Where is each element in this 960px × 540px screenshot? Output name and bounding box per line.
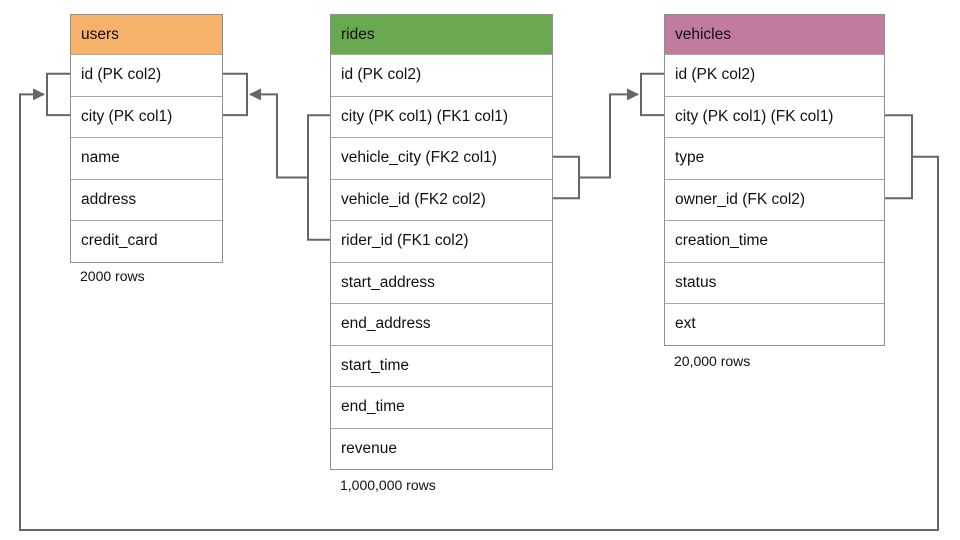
table-rides-column-start-time: start_time [331, 344, 552, 386]
table-rides-column-revenue: revenue [331, 427, 552, 469]
table-rides: rides id (PK col2) city (PK col1) (FK1 c… [330, 14, 553, 470]
table-rides-column-vehicle-city: vehicle_city (FK2 col1) [331, 137, 552, 179]
connector-vehicles-right-bracket [885, 114, 913, 200]
table-vehicles-rowcount: 20,000 rows [674, 353, 751, 369]
table-vehicles-column-type: type [665, 137, 884, 179]
connector-rides-left-bracket [307, 114, 330, 241]
table-rides-column-end-address: end_address [331, 303, 552, 345]
connector-users-left-bracket [46, 72, 70, 117]
table-users-column-name: name [71, 137, 222, 179]
table-vehicles-column-id: id (PK col2) [665, 54, 884, 96]
table-users-column-id: id (PK col2) [71, 54, 222, 96]
connector-rides-to-users-arrow [249, 88, 308, 179]
table-vehicles-column-city: city (PK col1) (FK col1) [665, 95, 884, 137]
connector-users-right-bracket [223, 72, 248, 117]
table-users-column-city: city (PK col1) [71, 95, 222, 137]
table-rides-header: rides [331, 15, 552, 54]
table-vehicles-header: vehicles [665, 15, 884, 54]
table-users: users id (PK col2) city (PK col1) name a… [70, 14, 223, 263]
connector-vehicles-left-bracket [640, 72, 664, 117]
table-rides-rowcount: 1,000,000 rows [340, 477, 436, 493]
table-vehicles-column-status: status [665, 261, 884, 303]
table-users-rowcount: 2000 rows [80, 268, 145, 284]
table-rides-column-city: city (PK col1) (FK1 col1) [331, 95, 552, 137]
table-rides-column-start-address: start_address [331, 261, 552, 303]
table-vehicles-column-owner-id: owner_id (FK col2) [665, 178, 884, 220]
table-vehicles-column-ext: ext [665, 303, 884, 345]
table-vehicles-column-creation-time: creation_time [665, 220, 884, 262]
table-rides-column-end-time: end_time [331, 386, 552, 428]
table-users-column-address: address [71, 178, 222, 220]
table-users-header: users [71, 15, 222, 54]
table-rides-column-vehicle-id: vehicle_id (FK2 col2) [331, 178, 552, 220]
table-vehicles: vehicles id (PK col2) city (PK col1) (FK… [664, 14, 885, 346]
table-rides-column-id: id (PK col2) [331, 54, 552, 96]
connector-rides-right-bracket [553, 155, 580, 200]
connector-rides-to-vehicles-arrow [579, 88, 639, 179]
table-users-column-credit-card: credit_card [71, 220, 222, 262]
table-rides-column-rider-id: rider_id (FK1 col2) [331, 220, 552, 262]
